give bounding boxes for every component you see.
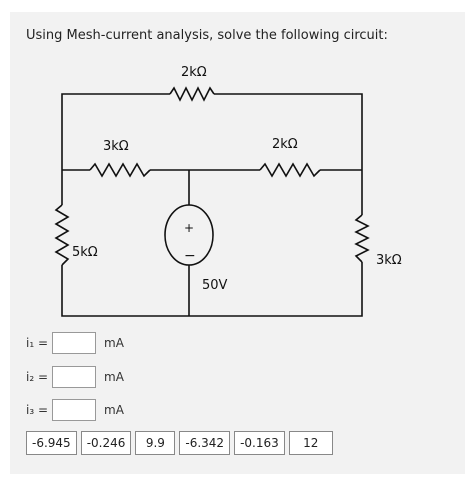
- answer-unit-i3: mA: [104, 403, 124, 417]
- answer-label-i1: i₁ =: [26, 336, 49, 350]
- label-resistor-top: 2kΩ: [181, 65, 207, 80]
- label-resistor-mid-left: 3kΩ: [103, 139, 129, 154]
- label-resistor-right: 3kΩ: [376, 253, 402, 268]
- question-panel: [10, 12, 465, 474]
- wire-top-left: [61, 93, 170, 205]
- source-minus-sign: −: [184, 248, 196, 264]
- answer-row-i2: i₂ = mA: [26, 365, 124, 389]
- wire-bottom: [61, 262, 363, 317]
- resistor-left: [54, 204, 70, 266]
- label-resistor-mid-right: 2kΩ: [272, 137, 298, 152]
- choice-option[interactable]: 12: [288, 431, 333, 455]
- choice-option[interactable]: -6.342: [179, 431, 231, 455]
- voltage-source-circle: [164, 204, 214, 266]
- answer-label-i2: i₂ =: [26, 370, 49, 384]
- answer-input-i2[interactable]: [52, 366, 96, 388]
- label-resistor-left: 5kΩ: [72, 245, 98, 260]
- choice-option[interactable]: -6.945: [26, 431, 77, 455]
- answer-unit-i2: mA: [104, 370, 124, 384]
- answer-input-i1[interactable]: [52, 332, 96, 354]
- answer-row-i1: i₁ = mA: [26, 331, 124, 355]
- choice-option[interactable]: 9.9: [135, 431, 176, 455]
- answer-input-i3[interactable]: [52, 399, 96, 421]
- answer-row-i3: i₃ = mA: [26, 398, 124, 422]
- resistor-top: [169, 86, 215, 102]
- answer-choices: -6.945 -0.246 9.9 -6.342 -0.163 12: [26, 431, 333, 455]
- choice-option[interactable]: -0.246: [80, 431, 132, 455]
- resistor-mid-right: [259, 162, 321, 178]
- wire-top-right: [214, 93, 363, 215]
- label-source-voltage: 50V: [202, 278, 228, 293]
- resistor-mid-left: [89, 162, 151, 178]
- choice-option[interactable]: -0.163: [234, 431, 285, 455]
- answer-label-i3: i₃ =: [26, 403, 49, 417]
- question-text: Using Mesh-current analysis, solve the f…: [26, 28, 388, 43]
- source-plus-sign: +: [184, 221, 194, 235]
- answer-unit-i1: mA: [104, 336, 124, 350]
- resistor-right: [354, 214, 370, 263]
